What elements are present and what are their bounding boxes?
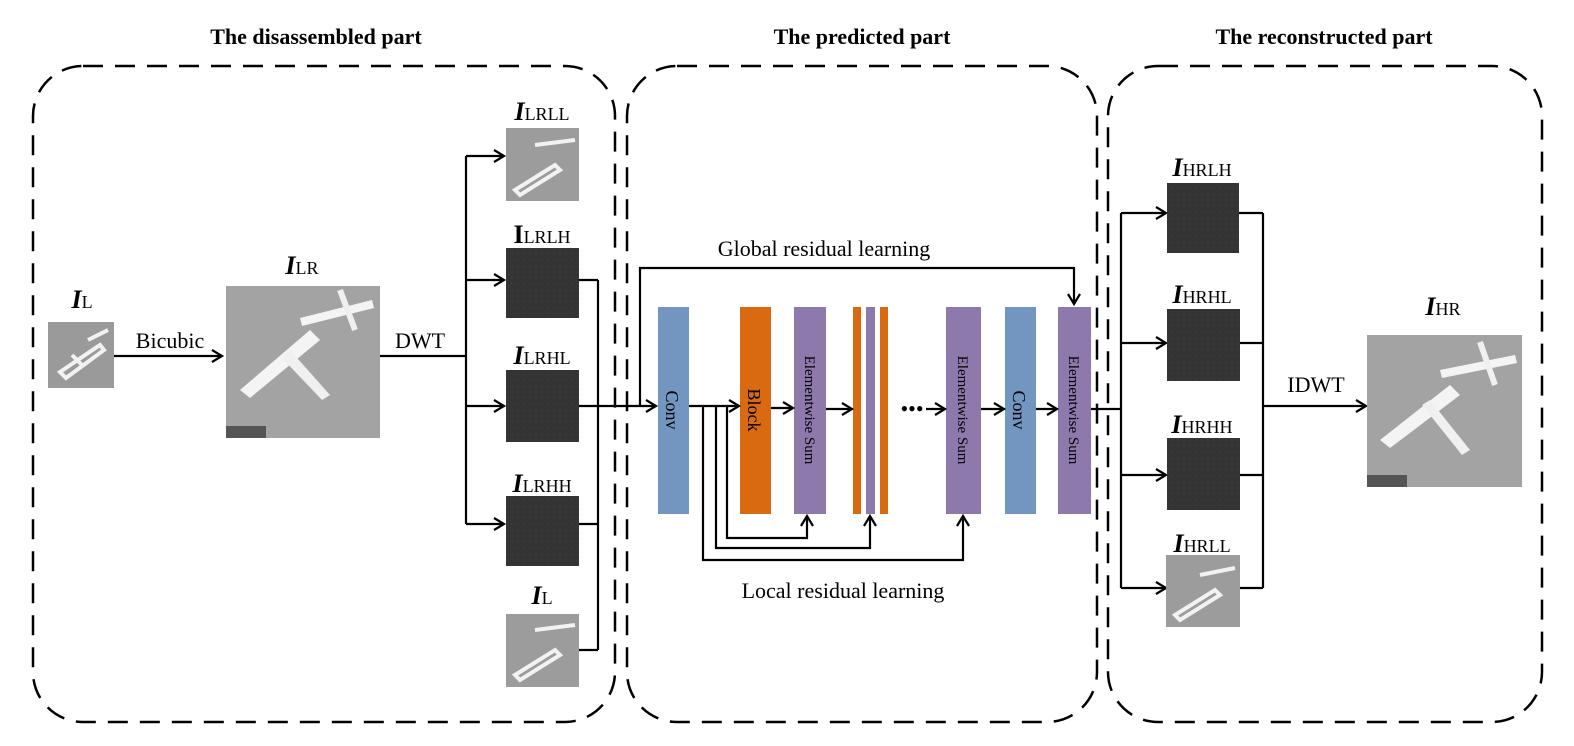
- ellipsis: •••: [900, 396, 923, 421]
- conv-block-1: [658, 307, 689, 514]
- residual-block: [740, 307, 771, 514]
- label-hrhh: IHRHH: [1170, 410, 1232, 439]
- image-lrhl: [506, 370, 579, 442]
- conv-block-2: [1005, 307, 1036, 514]
- image-il2: [506, 614, 579, 687]
- label-lrhh: ILRHH: [511, 469, 571, 498]
- label-global-residual: Global residual learning: [718, 236, 931, 261]
- image-hrll: [1166, 555, 1240, 627]
- image-hrhl: [1167, 309, 1240, 381]
- image-ilr: [226, 286, 380, 438]
- conv-label-1: Conv: [662, 390, 682, 429]
- sum-label-2: Elementwise Sum: [954, 356, 970, 465]
- image-hrlh: [1167, 183, 1239, 253]
- label-dwt: DWT: [395, 328, 446, 353]
- section-box-predicted: [625, 64, 1099, 724]
- label-lrhl: ILRHL: [512, 341, 570, 370]
- arrow-local-residual-1: [725, 406, 814, 540]
- stacked-block-a: [853, 307, 861, 514]
- elementwise-sum-3: [1058, 307, 1091, 514]
- label-il2: IL: [530, 581, 552, 610]
- elementwise-sum-1: [794, 307, 826, 514]
- stacked-sum: [866, 307, 875, 514]
- label-local-residual: Local residual learning: [742, 578, 945, 603]
- section-title-predicted: The predicted part: [774, 24, 951, 49]
- elementwise-sum-2: [946, 307, 981, 514]
- label-lrlh: ILRLH: [513, 220, 570, 249]
- sum-label-3: Elementwise Sum: [1065, 356, 1081, 465]
- arrow-local-residual-3: [701, 406, 970, 562]
- label-bicubic: Bicubic: [136, 328, 205, 353]
- label-hrll: IHRLL: [1172, 529, 1230, 558]
- conv-label-2: Conv: [1009, 390, 1029, 429]
- image-lrhh: [506, 496, 579, 566]
- label-hrlh: IHRLH: [1171, 153, 1231, 182]
- section-box-disassembled: [31, 64, 617, 724]
- section-box-reconstructed: [1106, 64, 1544, 724]
- label-il: IL: [70, 285, 92, 314]
- image-lrlh: [506, 248, 579, 318]
- section-title-reconstructed: The reconstructed part: [1215, 24, 1433, 49]
- label-hrhl: IHRHL: [1171, 280, 1231, 309]
- label-lrll: ILRLL: [513, 97, 569, 126]
- label-ihr: IHR: [1424, 292, 1460, 321]
- sum-label-1: Elementwise Sum: [801, 356, 817, 465]
- image-il: [48, 322, 114, 388]
- arrow-local-residual-2: [714, 406, 877, 550]
- section-title-disassembled: The disassembled part: [210, 24, 422, 49]
- stacked-block-b: [880, 307, 888, 514]
- image-lrll: [506, 128, 579, 201]
- block-label: Block: [744, 389, 764, 432]
- label-ilr: ILR: [284, 251, 318, 280]
- image-hrhh: [1167, 438, 1240, 510]
- arrow-global-residual: [638, 266, 1081, 406]
- image-ihr: [1367, 335, 1522, 487]
- label-idwt: IDWT: [1287, 372, 1345, 397]
